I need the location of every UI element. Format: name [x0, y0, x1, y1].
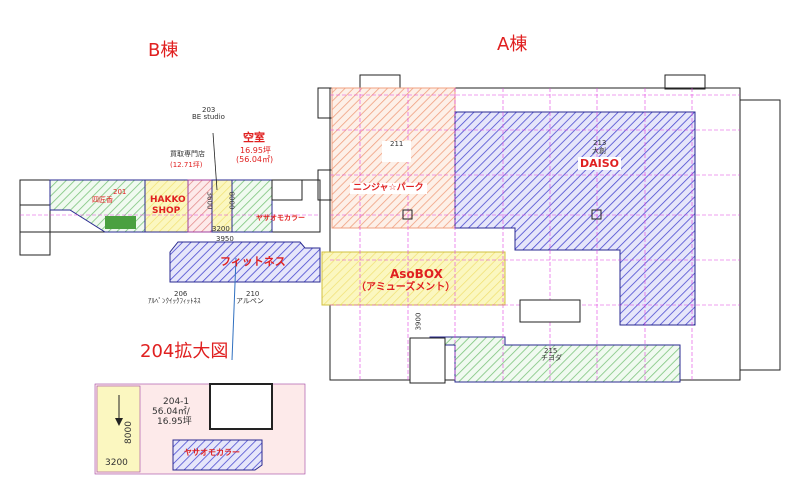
- inset-sqm: 56.04㎡/: [152, 407, 190, 417]
- zone-hakko-shop[interactable]: [144, 179, 189, 233]
- unit-215-name: チヨダ: [541, 354, 562, 362]
- zone-yasao-b[interactable]: [231, 179, 273, 233]
- column: [591, 209, 602, 220]
- zone-daiso[interactable]: [454, 111, 696, 326]
- unit-203-name: BE studio: [192, 113, 225, 121]
- stairs: [271, 179, 303, 201]
- escalator: [519, 299, 581, 323]
- unit-211-number: 211: [382, 141, 412, 162]
- column: [402, 209, 413, 220]
- inset-204: [94, 383, 306, 475]
- hakko-line2: SHOP: [152, 206, 181, 216]
- daiso-label: DAISO: [578, 157, 622, 170]
- unit-201-name: 四匠香: [92, 196, 113, 204]
- unit-203-number: 203: [202, 106, 216, 114]
- hakko-line1: HAKKO: [150, 195, 186, 205]
- asobox-line1: AsoBOX: [390, 267, 443, 281]
- inset-depth: 8000: [123, 421, 134, 444]
- yasao-label-b: ヤサオモカラー: [256, 214, 305, 222]
- zone-fitness[interactable]: [169, 241, 321, 283]
- zone-pending-store[interactable]: [187, 179, 213, 233]
- vacancy-title: 空室: [243, 131, 265, 144]
- inset-yasao-zone[interactable]: [172, 439, 263, 471]
- unit-201-number: 201: [113, 188, 127, 196]
- unit-210-name: アルペン: [236, 297, 264, 305]
- dim-3950: 3950: [216, 235, 234, 243]
- ninja-park-label: ニンジャ☆パーク: [350, 183, 427, 194]
- green-block: [105, 216, 136, 229]
- pending-store-name: 買取専門店: [170, 150, 205, 158]
- unit-213-name: 大創: [592, 147, 606, 155]
- vacancy-sqm: (56.04㎡): [236, 155, 274, 164]
- inset-tenant: ヤサオモカラー: [184, 448, 240, 457]
- zone-asobox[interactable]: [321, 251, 506, 306]
- unit-213-number: 213: [593, 139, 607, 147]
- dim-3200: 3200: [212, 225, 230, 233]
- unit-206-number: 206: [174, 290, 188, 298]
- inset-width: 3200: [105, 458, 128, 468]
- dim-3900: 3900: [414, 312, 423, 331]
- vacancy-tsubo: 16.95坪: [240, 146, 271, 155]
- inset-tsubo: 16.95坪: [157, 417, 192, 427]
- fitness-label: フィットネス: [220, 255, 286, 268]
- unit-215-number: 215: [544, 347, 558, 355]
- unit-210-number: 210: [246, 290, 260, 298]
- inset-unit: 204-1: [163, 397, 190, 407]
- pending-store-size: (12.71坪): [170, 161, 203, 169]
- building-a-label: A棟: [497, 34, 528, 55]
- building-b-label: B棟: [148, 40, 179, 61]
- pointer-line: [231, 257, 237, 361]
- stairs: [409, 337, 446, 384]
- dim-3600: 3600: [205, 191, 214, 210]
- asobox-line2: （アミューズメント）: [356, 282, 456, 293]
- dim-8000: 8000: [227, 191, 236, 210]
- leader-line: [212, 132, 218, 191]
- enlarged-title: 204拡大図: [140, 341, 229, 362]
- unit-206-name: ｱﾙﾍﾟﾝｸｲｯｸﾌｨｯﾄﾈｽ: [148, 297, 201, 305]
